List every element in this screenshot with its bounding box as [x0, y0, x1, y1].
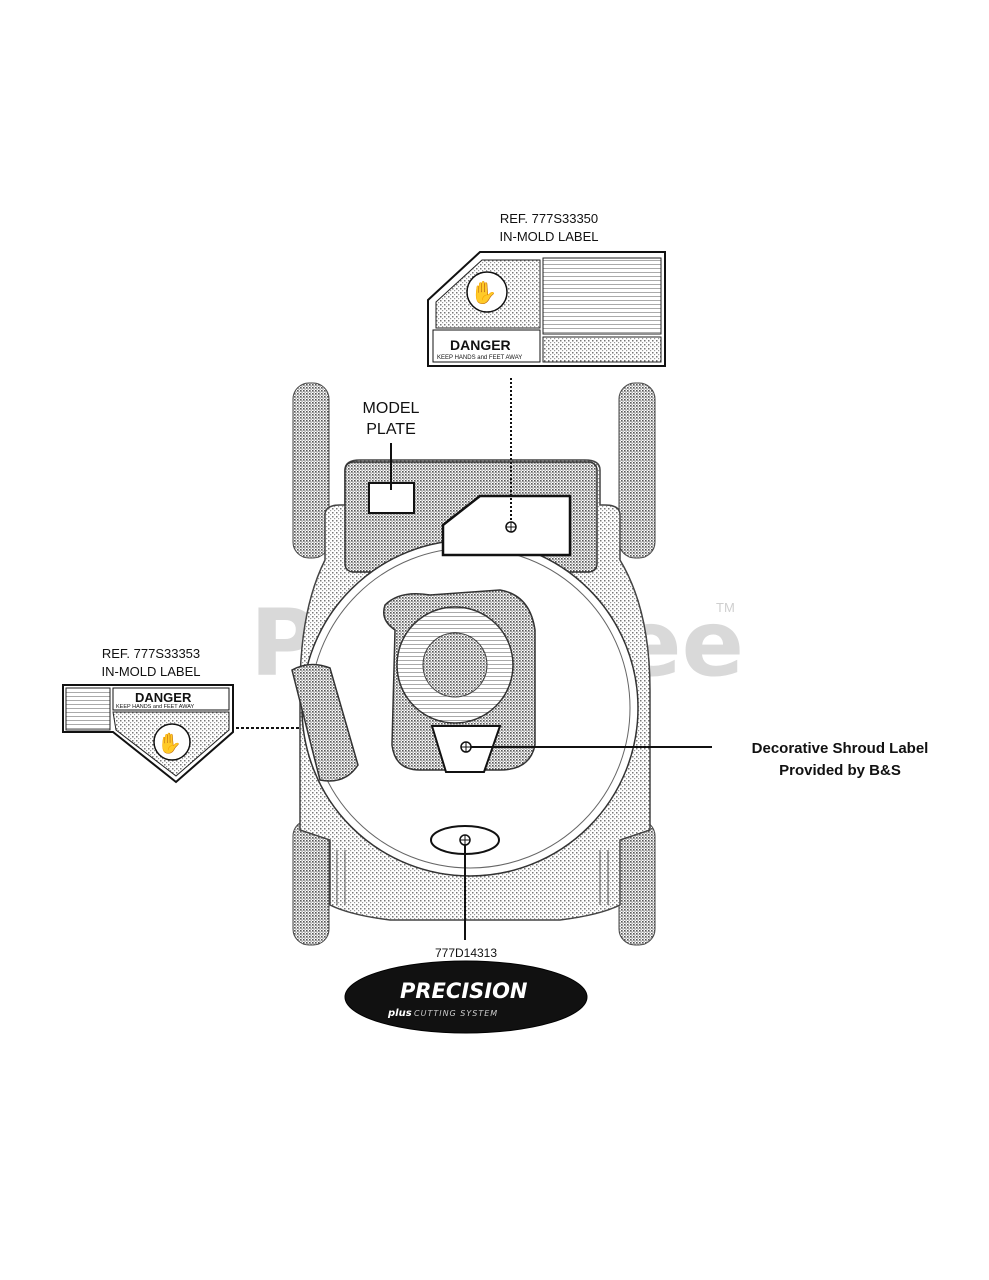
- danger-sub-top: KEEP HANDS and FEET AWAY: [437, 355, 522, 361]
- bottom-part-label: 777D14313: [435, 946, 497, 960]
- left-inmold-label: IN-MOLD LABEL: [102, 664, 201, 679]
- precision-logo-tag: CUTTING SYSTEM: [414, 1009, 498, 1018]
- danger-label-top: ✋ DANGER KEEP HANDS and FEET AWAY: [427, 251, 666, 367]
- left-ref-label: REF. 777S33353: [102, 646, 200, 661]
- watermark-tm: TM: [716, 600, 735, 615]
- rear-housing-labels: [368, 482, 572, 557]
- top-inmold-label: IN-MOLD LABEL: [500, 229, 599, 244]
- model-plate-area: [368, 482, 415, 514]
- leader-lines: [236, 378, 712, 940]
- danger-word-left: DANGER: [135, 690, 192, 705]
- shroud-label-line2: Provided by B&S: [779, 762, 901, 779]
- wheels: [292, 382, 656, 946]
- wheel-rear-right: [618, 382, 656, 559]
- side-chute: [291, 663, 359, 782]
- wheel-rear-left: [292, 382, 330, 559]
- model-plate-label-line2: PLATE: [366, 421, 416, 438]
- hand-icon-top: ✋: [470, 280, 497, 306]
- danger-sub-left: KEEP HANDS and FEET AWAY: [116, 704, 194, 710]
- danger-word-top: DANGER: [450, 337, 511, 353]
- hand-icon-left: ✋: [157, 731, 182, 755]
- danger-label-left: DANGER KEEP HANDS and FEET AWAY ✋: [62, 684, 234, 784]
- precision-logo-plus: plus: [387, 1008, 412, 1019]
- top-ref-label: REF. 777S33350: [500, 211, 598, 226]
- precision-logo: PRECISION plus CUTTING SYSTEM: [344, 960, 588, 1034]
- shroud-label-line1: Decorative Shroud Label: [752, 740, 929, 757]
- callout-labels: REF. 777S33350 IN-MOLD LABEL REF. 777S33…: [102, 211, 929, 960]
- precision-logo-main: PRECISION: [400, 979, 528, 1003]
- wheel-front-left: [292, 819, 330, 946]
- engine: [383, 589, 536, 773]
- model-plate-label-line1: MODEL: [363, 400, 420, 417]
